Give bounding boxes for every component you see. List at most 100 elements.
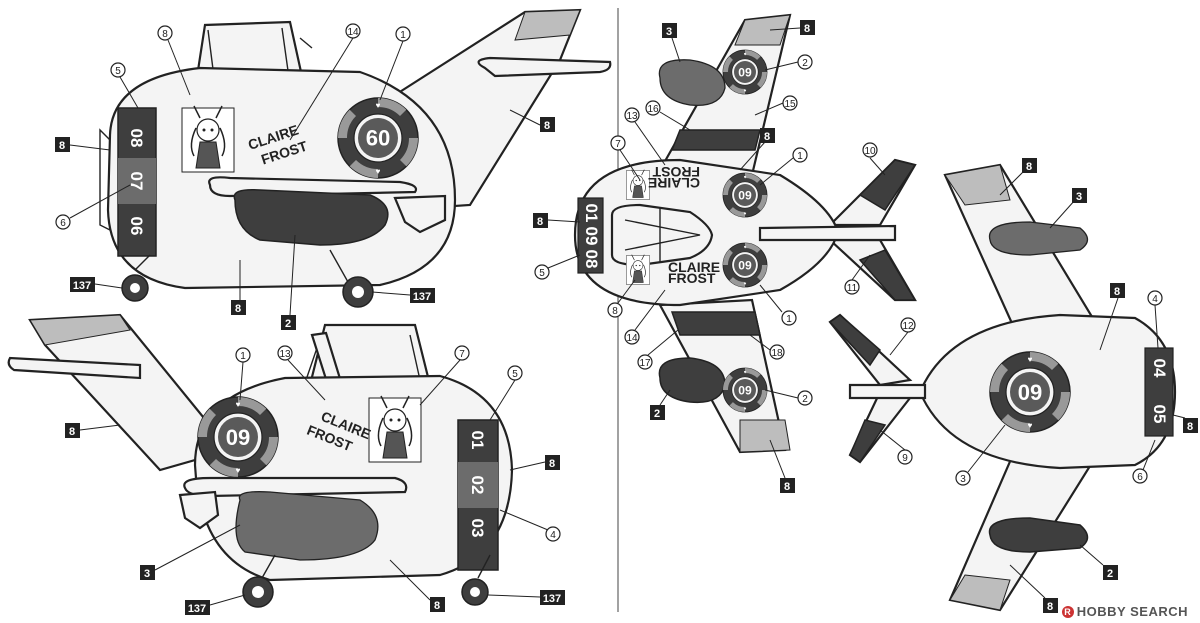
callout-15-a: 15 [754,95,798,116]
top-chip-1: 09 [738,188,752,202]
bottom-view: 04 05 09 [828,163,1177,612]
callout-1-c: 1 [759,147,808,186]
callout-7-a: 7 [419,345,470,406]
top-chip-2: 09 [738,258,752,272]
label-8-a: 8 [55,137,111,152]
callout-3-a: 3 [955,424,1006,486]
svg-text:12: 12 [902,321,914,332]
svg-text:8: 8 [1047,601,1053,613]
wing-stub [393,194,447,234]
svg-text:5: 5 [539,268,545,279]
callout-1-b: 1 [235,347,251,401]
svg-text:8: 8 [434,600,440,612]
top-view: 01 09 08 09 09 09 09 CLAIRE FROST CLAIRE… [573,13,917,454]
svg-text:1: 1 [240,351,246,362]
watermark-logo: R [1061,606,1074,618]
svg-text:3: 3 [1076,191,1082,203]
top-chip-3: 09 [738,65,752,79]
top-serial-01: 01 [582,204,601,223]
callout-5-a: 5 [110,62,139,109]
svg-text:2: 2 [802,394,808,405]
label-8-l: 8 [1099,283,1125,351]
serial-03: 03 [468,519,487,538]
svg-text:8: 8 [549,458,555,470]
callout-5-c: 5 [534,254,581,280]
serial-08: 08 [127,129,146,148]
svg-text:4: 4 [1152,294,1158,305]
svg-text:14: 14 [626,333,638,344]
label-2-c: 2 [1079,544,1118,580]
svg-text:2: 2 [1107,568,1113,580]
svg-text:137: 137 [543,593,561,605]
label-8-h: 8 [739,128,775,171]
emblem-chip: 09 [337,97,419,179]
svg-text:8: 8 [69,426,75,438]
label-8-n: 8 [1009,564,1058,613]
emblem-number-2: 09 [226,425,250,450]
top-name-1: CLAIRE [668,259,720,275]
drop-tank-2 [235,491,379,561]
svg-text:2: 2 [654,408,660,420]
watermark-text: HOBBY SEARCH [1076,604,1188,619]
part-labels: 8 8 8 2 137 137 8 8 8 3 137 137 3 8 8 8 … [55,20,1198,615]
label-2-a: 2 [281,234,296,330]
svg-text:8: 8 [764,131,770,143]
callout-6-b: 6 [1132,439,1156,484]
svg-text:3: 3 [960,474,966,485]
callout-13-b: 13 [624,107,666,166]
svg-text:137: 137 [413,291,431,303]
label-8-m: 8 [1172,414,1198,433]
label-3-b: 3 [662,23,681,63]
svg-text:3: 3 [666,26,672,38]
pilot-portrait-2 [368,395,422,463]
callout-8-a: 8 [157,25,191,96]
svg-text:1: 1 [400,30,406,41]
svg-text:3: 3 [144,568,150,580]
callout-17-a: 17 [637,329,679,370]
bottom-emblem-number: 09 [1018,380,1042,405]
canopy-top [610,203,714,267]
callout-9-a: 9 [879,429,913,465]
svg-text:8: 8 [537,216,543,228]
top-name-4: FROST [652,164,700,180]
svg-text:8: 8 [1187,421,1193,433]
label-8-d: 8 [65,423,121,438]
callout-5-b: 5 [489,365,523,421]
drop-tank-bottom [988,221,1089,256]
label-137-b: 137 [371,288,435,303]
svg-text:5: 5 [512,369,518,380]
callout-1-a: 1 [379,26,411,101]
svg-text:8: 8 [544,120,550,132]
callout-2-a: 2 [764,54,813,71]
svg-text:8: 8 [59,140,65,152]
label-8-k: 8 [999,158,1037,196]
svg-text:7: 7 [459,349,465,360]
svg-text:17: 17 [639,358,651,369]
right-side-view: 01 02 03 09 CLAIRE FROST [7,313,514,608]
pilot-portrait [181,105,235,173]
fin-rudder [514,9,581,41]
svg-text:8: 8 [804,23,810,35]
label-3-c: 3 [1049,188,1087,229]
svg-text:8: 8 [784,481,790,493]
horizontal-stabilizer-2 [7,356,142,380]
label-3-a: 3 [140,524,241,580]
label-2-b: 2 [650,389,671,420]
callout-10-a: 10 [862,142,886,176]
callout-12-a: 12 [889,317,916,356]
label-137-d: 137 [487,590,565,605]
svg-text:16: 16 [647,104,659,115]
serial-02: 02 [468,476,487,495]
label-8-b: 8 [509,109,555,132]
serial-01: 01 [468,431,487,450]
label-8-c: 8 [231,260,246,315]
label-8-f: 8 [389,559,445,612]
horizontal-stabilizer [477,56,612,78]
svg-text:7: 7 [615,139,621,150]
svg-text:10: 10 [864,146,876,157]
svg-text:13: 13 [626,111,638,122]
serial-06: 06 [127,217,146,236]
left-side-view: 08 07 06 09 CLAIRE FROST [99,8,612,308]
